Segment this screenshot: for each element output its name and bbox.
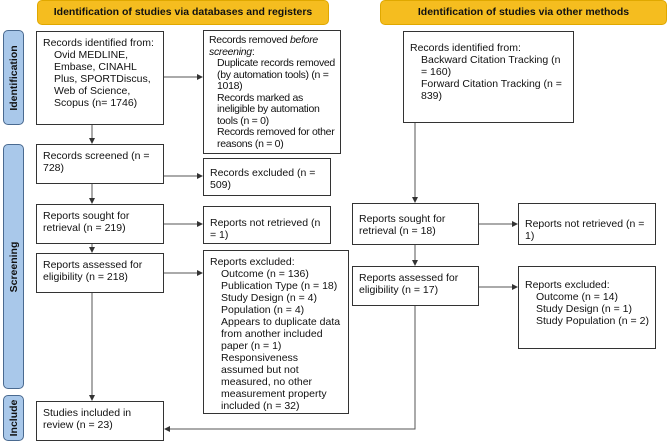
records-identified-other: Records identified from: Backward Citati… bbox=[403, 31, 574, 123]
records-excluded: Records excluded (n = 509) bbox=[203, 158, 331, 196]
phase-screening: Screening bbox=[3, 144, 24, 389]
header-other-methods: Identification of studies via other meth… bbox=[380, 0, 667, 25]
studies-included: Studies included in review (n = 23) bbox=[36, 401, 164, 441]
reports-assessed: Reports assessed for eligibility (n = 21… bbox=[36, 253, 164, 293]
reports-excluded-other: Reports excluded: Outcome (n = 14)Study … bbox=[518, 266, 656, 349]
records-screened: Records screened (n = 728) bbox=[36, 144, 164, 184]
reports-sought: Reports sought for retrieval (n = 219) bbox=[36, 204, 164, 244]
reports-excluded-databases: Reports excluded: Outcome (n = 136)Publi… bbox=[203, 250, 349, 414]
header-databases: Identification of studies via databases … bbox=[37, 0, 329, 25]
records-removed: Records removed before screening: Duplic… bbox=[203, 30, 341, 154]
phase-identification: Identification bbox=[3, 30, 24, 125]
reports-not-retrieved-other: Reports not retrieved (n = 1) bbox=[518, 203, 656, 245]
records-identified-databases: Records identified from: Ovid MEDLINE,Em… bbox=[36, 31, 164, 125]
phase-include: Include bbox=[3, 395, 24, 441]
reports-sought-other: Reports sought for retrieval (n = 18) bbox=[352, 203, 479, 245]
reports-assessed-other: Reports assessed for eligibility (n = 17… bbox=[352, 266, 479, 306]
reports-not-retrieved: Reports not retrieved (n = 1) bbox=[203, 206, 331, 244]
